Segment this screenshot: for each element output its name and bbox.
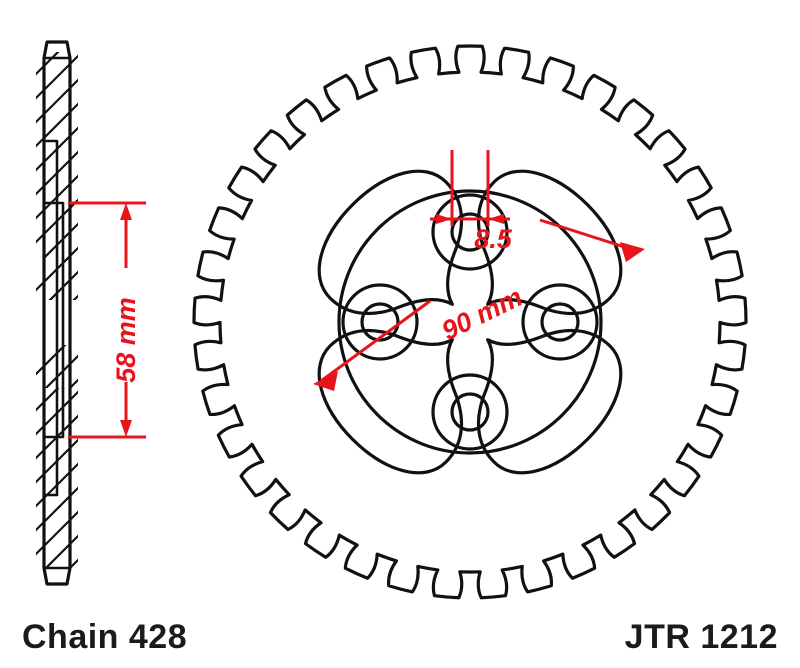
chain-label: Chain 428 [22, 618, 187, 656]
bolt-hole-right [540, 302, 580, 342]
bolt-circle-line-upper [539, 218, 638, 253]
section-hatch-lower-inner [36, 345, 78, 388]
lightening-slot-4 [317, 328, 464, 475]
sprocket-tooth-profile [192, 44, 748, 600]
lightening-slots-group [317, 169, 623, 475]
part-number-label: JTR 1212 [625, 618, 778, 656]
bolt-boss-left [341, 283, 419, 361]
bolt-circle-line-lower [320, 299, 431, 383]
centre-bore-arrow-bottom [120, 420, 132, 437]
bolt-hole-left [360, 302, 400, 342]
lightening-slot-1 [317, 169, 464, 316]
bolt-circle-arrow-lower-left [313, 371, 338, 391]
bolt-circle-arrow-upper-right [620, 242, 645, 262]
bolt-circle-label: 90 mm [437, 282, 527, 346]
bolt-boss-right [521, 283, 599, 361]
centre-bore-arrow-top [120, 203, 132, 220]
section-hatch-upper [36, 52, 78, 258]
section-hatch-lower [36, 388, 78, 568]
bolt-hole-top [450, 212, 490, 252]
lightening-slot-3 [476, 328, 623, 475]
dimension-centre-bore: 58 mm [68, 201, 146, 439]
centre-bore-label: 58 mm [111, 297, 141, 383]
bolt-hole-arrow-left [436, 214, 452, 224]
bolt-holes-group [341, 193, 599, 451]
section-hatch-upper-inner [36, 258, 78, 300]
lightening-slot-2 [476, 169, 623, 316]
dimension-bolt-hole: 8.5 [430, 150, 513, 254]
bolt-hole-bottom [450, 392, 490, 432]
front-view [192, 44, 748, 600]
centre-bore-circle [337, 189, 603, 455]
bolt-hole-arrow-right [488, 214, 504, 224]
bolt-boss-top [431, 193, 509, 271]
bolt-boss-bottom [431, 373, 509, 451]
side-section-view [36, 40, 78, 586]
bolt-hole-label: 8.5 [474, 224, 513, 254]
